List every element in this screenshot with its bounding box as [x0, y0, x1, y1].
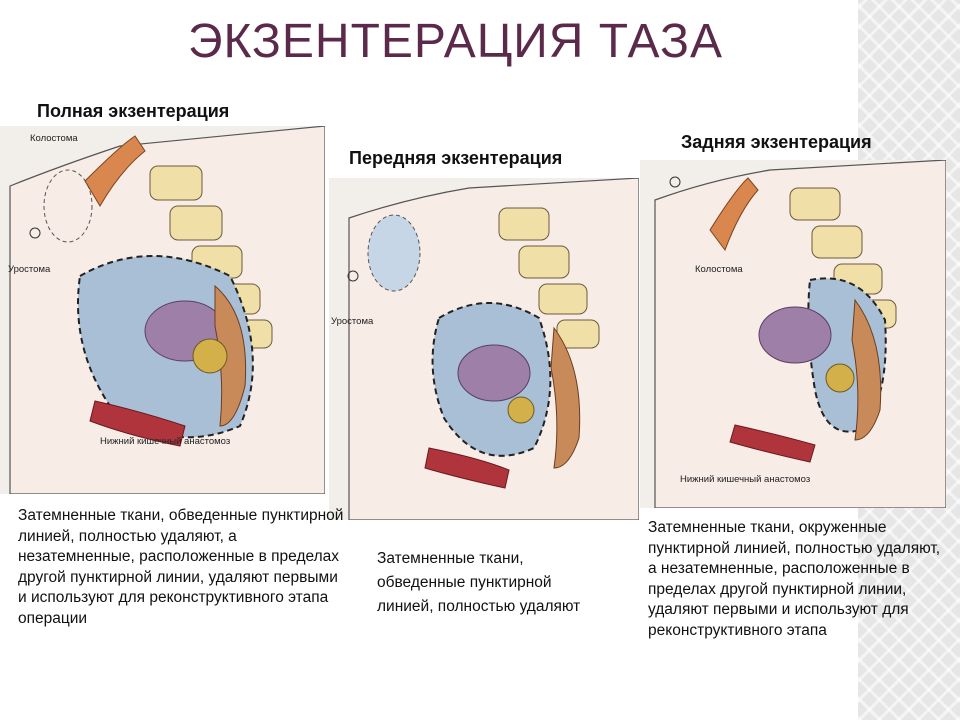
pelvic-floor-muscle [424, 447, 510, 489]
label-urostomy: Уростома [8, 264, 51, 275]
colon [84, 135, 146, 207]
label-anastomosis: Нижний кишечный анастомоз [680, 474, 810, 485]
pelvis-diagram-anterior: Уростома [329, 178, 639, 520]
uterus [758, 306, 832, 364]
urostomy-site [367, 214, 421, 292]
heading-full-exenteration: Полная экзентерация [37, 101, 230, 121]
label-colostomy: Колостома [695, 264, 743, 275]
label-urostomy: Уростома [331, 316, 374, 327]
colon [709, 177, 759, 252]
pelvis-diagram-posterior: Колостома Нижний кишечный анастомоз [640, 160, 946, 508]
rectum [550, 326, 581, 469]
caption-anterior-exenteration: Затемненные ткани, обведенные пунктирной… [377, 550, 581, 615]
pelvic-floor-muscle [729, 424, 816, 463]
heading-anterior-exenteration: Передняя экзентерация [349, 148, 563, 168]
rectum [851, 298, 882, 441]
caption-full-exenteration: Затемненные ткани, обведенные пунктирной… [18, 507, 344, 627]
tumor [192, 338, 228, 374]
illustration-anterior-exenteration: Уростома [329, 178, 639, 520]
tumor [507, 396, 535, 424]
uterus [457, 344, 531, 402]
label-colostomy: Колостома [30, 133, 78, 144]
pelvic-floor-muscle [89, 400, 186, 447]
pelvis-diagram-full: Колостома Уростома Нижний кишечный анаст… [0, 126, 325, 494]
illustration-posterior-exenteration: Колостома Нижний кишечный анастомоз [640, 160, 946, 508]
illustration-full-exenteration: Колостома Уростома Нижний кишечный анаст… [0, 126, 325, 494]
tumor [825, 363, 855, 393]
caption-posterior-exenteration: Затемненные ткани, окруженные пунктирной… [648, 519, 941, 639]
spine [498, 207, 600, 349]
heading-posterior-exenteration: Задняя экзентерация [681, 132, 872, 152]
label-anastomosis: Нижний кишечный анастомоз [100, 436, 230, 447]
slide-title: ЭКЗЕНТЕРАЦИЯ ТАЗА [188, 15, 723, 68]
